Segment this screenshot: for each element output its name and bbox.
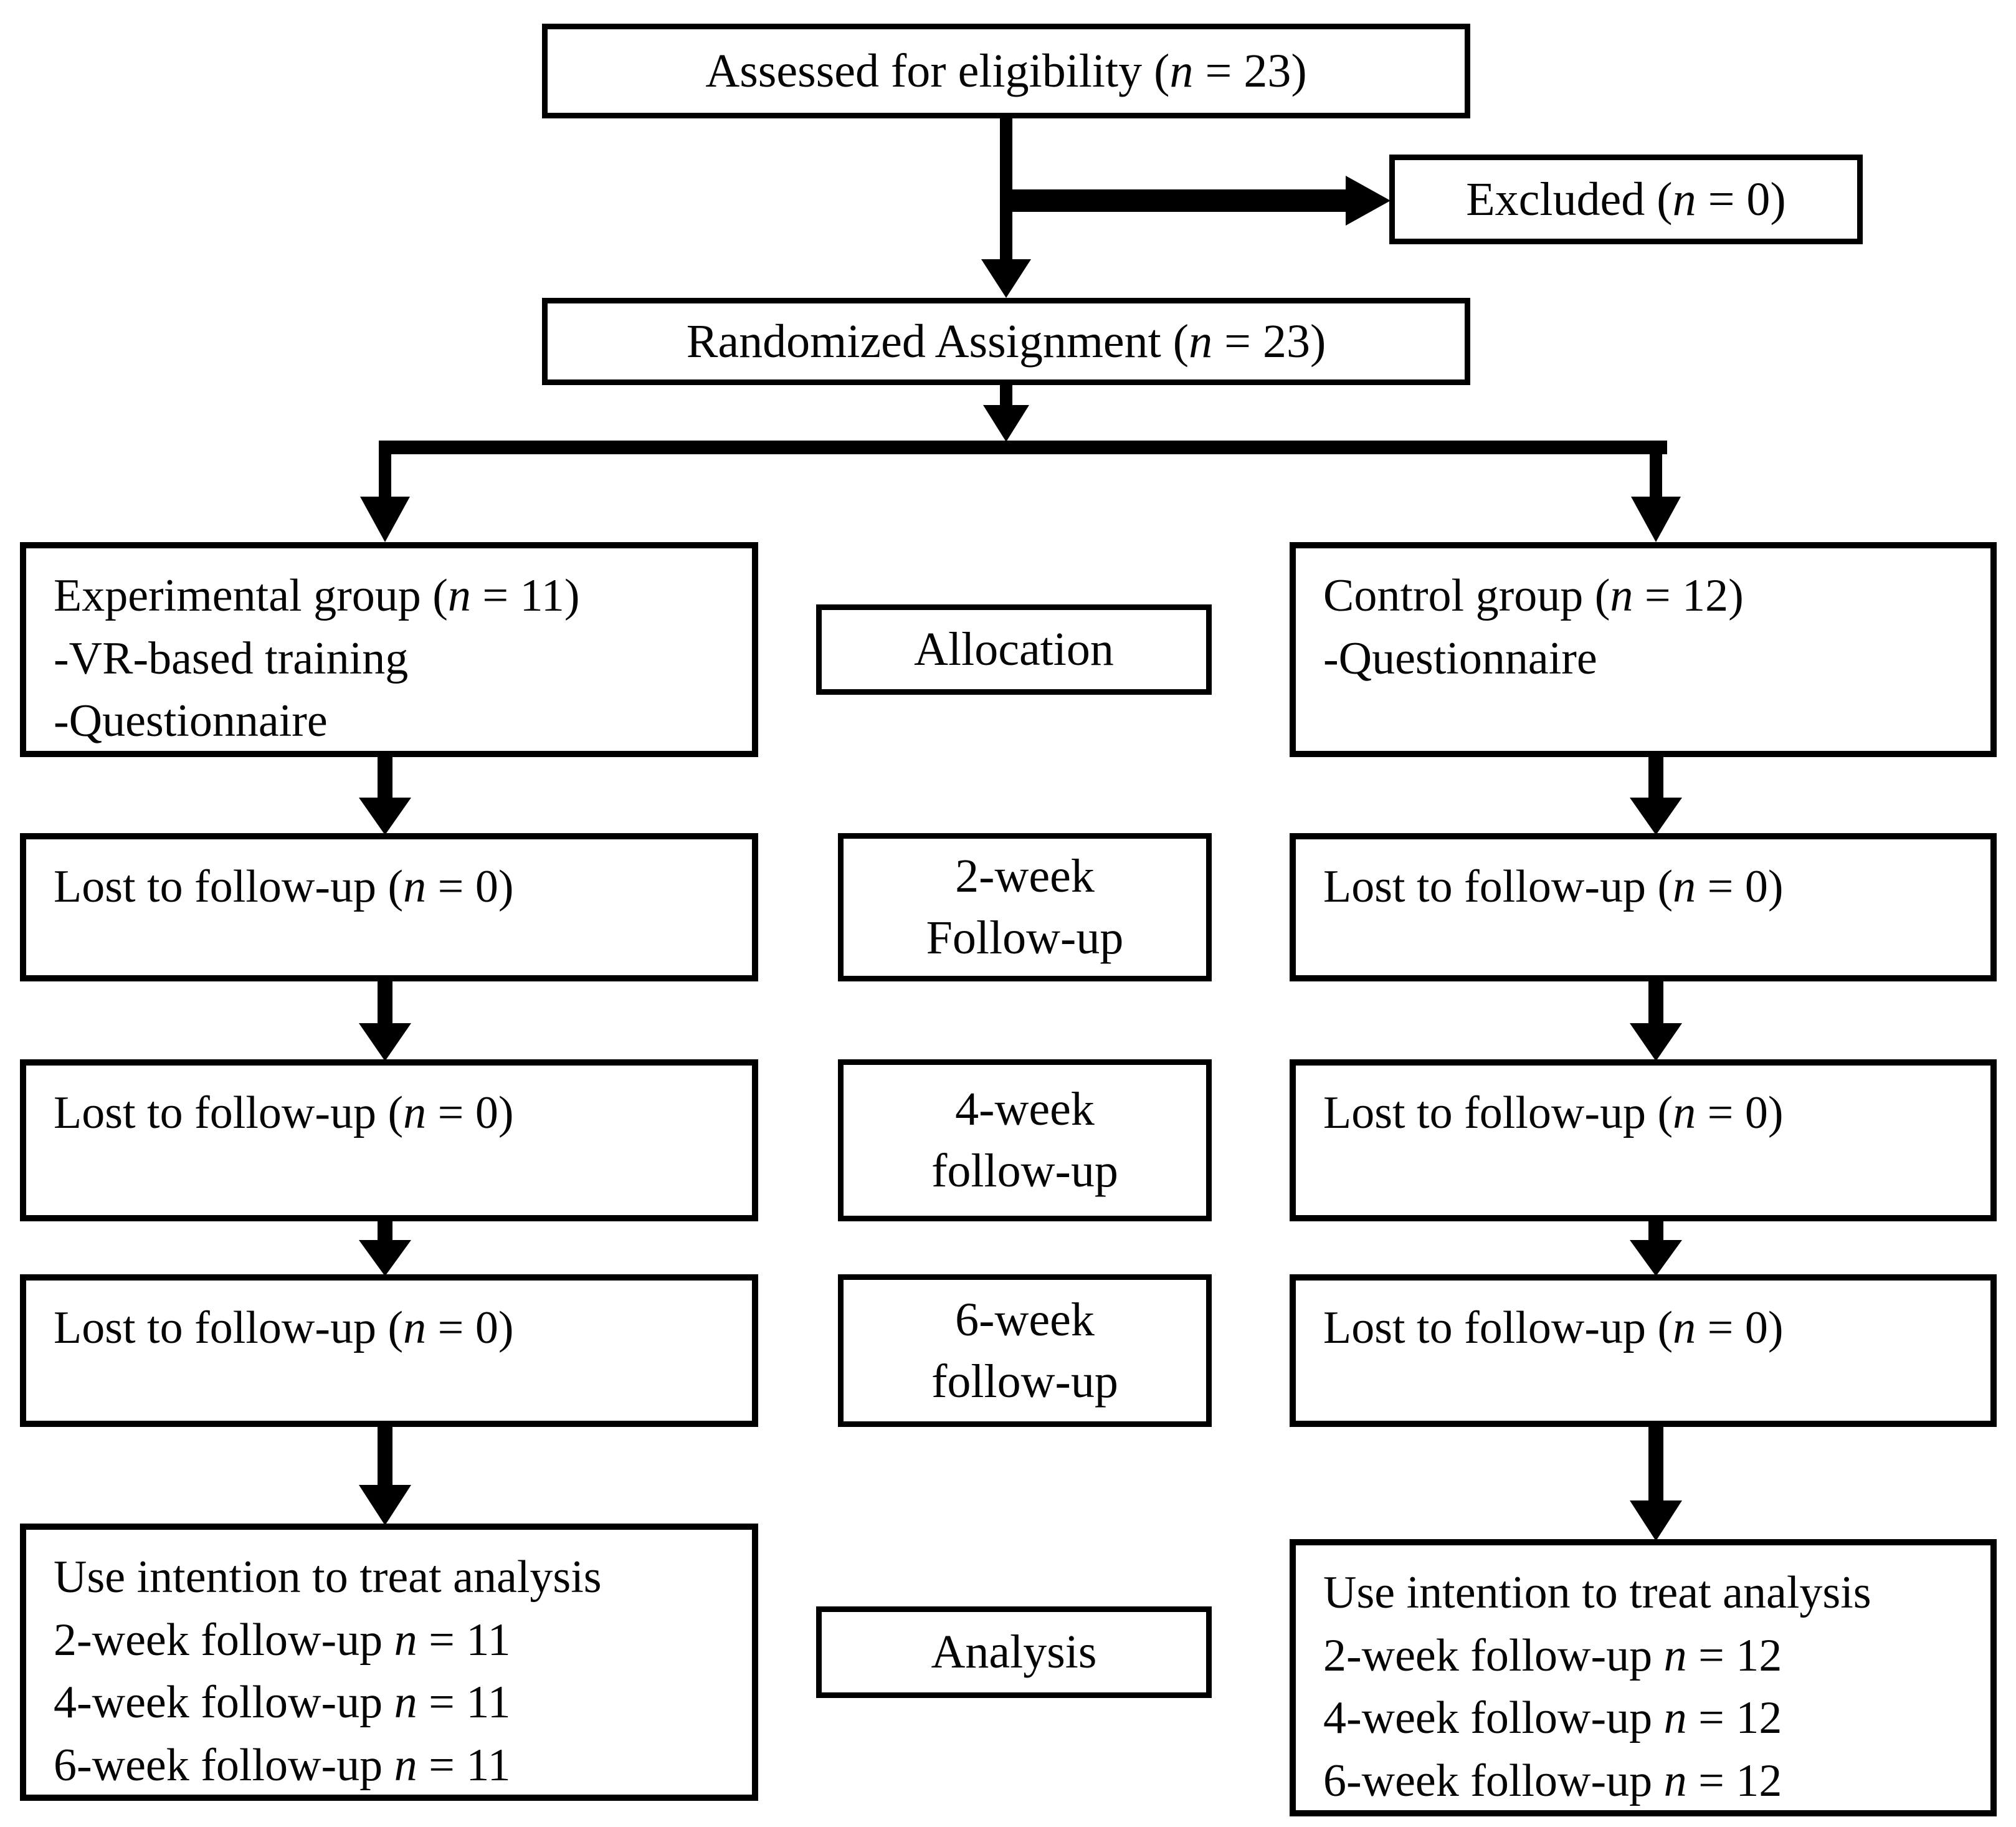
lost-followup-control-2w-box: Lost to follow-up (n = 0) [1290, 833, 1997, 981]
assessed-eligibility-box: Assessed for eligibility (n = 23) [542, 24, 1470, 118]
experimental-group-title: Experimental group (n = 11) [54, 570, 580, 621]
lost-followup-experimental-4w-box: Lost to follow-up (n = 0) [20, 1059, 758, 1221]
analysis-experimental-4w: 4-week follow-up n = 11 [54, 1677, 511, 1729]
analysis-control-title: Use intention to treat analysis [1323, 1567, 1871, 1618]
lost-followup-control-4w-box: Lost to follow-up (n = 0) [1290, 1059, 1997, 1221]
arrow-lost6w-to-analysis-left [359, 1426, 411, 1525]
arrow-lost4w-to-lost6w-right [1630, 1220, 1682, 1276]
lost-followup-experimental-2w-label: Lost to follow-up (n = 0) [54, 861, 514, 912]
lost-followup-experimental-4w-label: Lost to follow-up (n = 0) [54, 1087, 514, 1138]
lost-followup-control-6w-label: Lost to follow-up (n = 0) [1323, 1302, 1784, 1353]
lost-followup-control-2w-label: Lost to follow-up (n = 0) [1323, 861, 1784, 912]
stage-analysis-label: Analysis [931, 1626, 1097, 1679]
stage-2week-line1: 2-week [955, 850, 1095, 903]
lost-followup-experimental-2w-box: Lost to follow-up (n = 0) [20, 833, 758, 981]
split-bar [379, 441, 1667, 454]
stage-allocation-label: Allocation [914, 623, 1114, 676]
arrow-lost4w-to-lost6w-left [359, 1220, 411, 1276]
stage-4week-line1: 4-week [955, 1083, 1095, 1136]
excluded-box: Excluded (n = 0) [1389, 155, 1863, 244]
analysis-control-box: Use intention to treat analysis 2-week f… [1290, 1539, 1997, 1816]
arrow-experimental-to-lost2w [359, 756, 411, 835]
stage-6week-line2: follow-up [931, 1355, 1118, 1408]
analysis-control-2w: 2-week follow-up n = 12 [1323, 1629, 1782, 1681]
arrow-assessed-to-randomized [981, 116, 1031, 298]
experimental-group-item-questionnaire: -Questionnaire [54, 695, 328, 747]
arrow-control-to-lost2w [1630, 756, 1682, 835]
lost-followup-control-6w-box: Lost to follow-up (n = 0) [1290, 1274, 1997, 1427]
stage-allocation-box: Allocation [816, 604, 1212, 695]
experimental-group-box: Experimental group (n = 11) -VR-based tr… [20, 542, 758, 757]
stage-6week-followup-box: 6-week follow-up [838, 1274, 1212, 1427]
assessed-eligibility-label: Assessed for eligibility (n = 23) [705, 44, 1307, 97]
analysis-control-4w: 4-week follow-up n = 12 [1323, 1692, 1782, 1744]
control-group-item-questionnaire: -Questionnaire [1323, 632, 1597, 684]
randomized-assignment-label: Randomized Assignment (n = 23) [686, 315, 1326, 368]
stage-2week-followup-box: 2-week Follow-up [838, 833, 1212, 981]
control-group-box: Control group (n = 12) -Questionnaire [1290, 542, 1997, 757]
analysis-experimental-box: Use intention to treat analysis 2-week f… [20, 1524, 758, 1801]
control-group-title: Control group (n = 12) [1323, 570, 1744, 621]
stage-4week-line2: follow-up [931, 1145, 1118, 1197]
lost-followup-experimental-6w-label: Lost to follow-up (n = 0) [54, 1302, 514, 1353]
experimental-group-item-vr: -VR-based training [54, 632, 409, 684]
randomized-assignment-box: Randomized Assignment (n = 23) [542, 298, 1470, 385]
lost-followup-experimental-6w-box: Lost to follow-up (n = 0) [20, 1274, 758, 1427]
arrow-split-to-experimental [360, 453, 410, 542]
arrow-randomized-to-split [983, 384, 1029, 442]
excluded-label: Excluded (n = 0) [1466, 173, 1786, 226]
lost-followup-control-4w-label: Lost to follow-up (n = 0) [1323, 1087, 1784, 1138]
stage-analysis-box: Analysis [816, 1606, 1212, 1698]
stage-6week-line1: 6-week [955, 1293, 1095, 1346]
arrow-lost2w-to-lost4w-right [1630, 980, 1682, 1061]
stage-4week-followup-box: 4-week follow-up [838, 1059, 1212, 1221]
analysis-experimental-title: Use intention to treat analysis [54, 1552, 602, 1603]
arrow-lost2w-to-lost4w-left [359, 980, 411, 1061]
analysis-experimental-6w: 6-week follow-up n = 11 [54, 1739, 511, 1791]
stage-2week-line2: Follow-up [926, 912, 1124, 964]
analysis-control-6w: 6-week follow-up n = 12 [1323, 1755, 1782, 1806]
arrow-split-to-control [1631, 453, 1681, 542]
arrow-lost6w-to-analysis-right [1630, 1426, 1682, 1541]
arrow-to-excluded [1000, 176, 1391, 226]
analysis-experimental-2w: 2-week follow-up n = 11 [54, 1614, 511, 1666]
